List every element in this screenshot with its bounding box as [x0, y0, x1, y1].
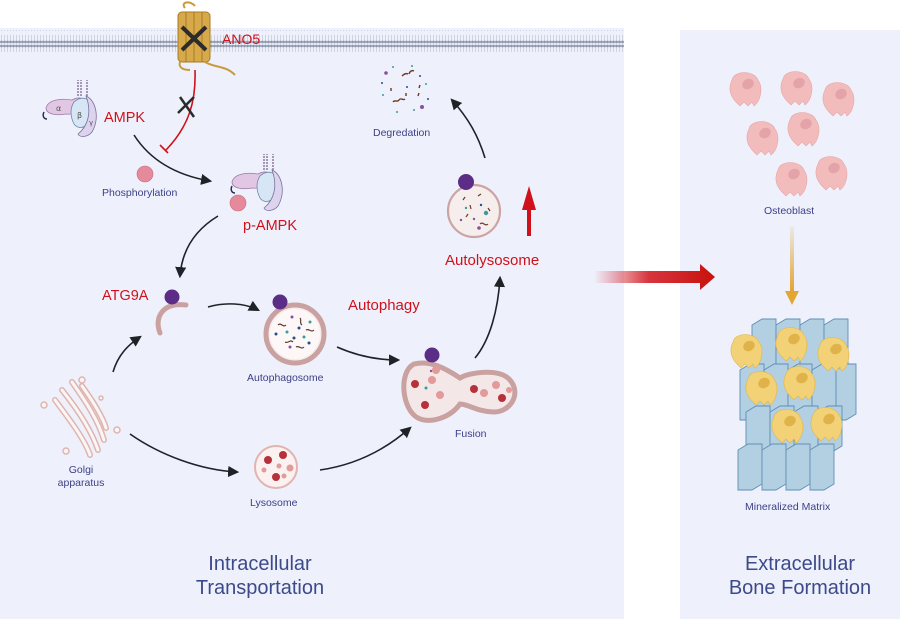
golgi-to-lysosome-arrow — [129, 433, 240, 478]
autolysosome-label: Autolysosome — [445, 252, 540, 269]
golgi-label: Golgi apparatus — [56, 464, 106, 490]
ampk-beta-label: β — [77, 111, 82, 120]
golgi-label-line2: apparatus — [57, 477, 105, 489]
autophagy-label: Autophagy — [348, 297, 420, 314]
phosphate-ball-icon — [136, 165, 154, 183]
p-ampk-complex-icon — [229, 154, 283, 212]
ampk-alpha-label: α — [56, 104, 61, 113]
p-ampk-label: p-AMPK — [243, 218, 297, 234]
golgi-to-atg9a-arrow — [112, 335, 142, 373]
osteoblast-cluster-icon — [729, 71, 855, 197]
atg9a-vesicle-icon — [155, 289, 189, 336]
golgi-apparatus-icon — [40, 376, 121, 458]
differentiation-arrow-head — [785, 291, 799, 305]
atg9a-label: ATG9A — [102, 288, 149, 304]
intracellular-panel-title: Intracellular Transportation — [180, 552, 340, 600]
ampk-gamma-label: γ — [89, 119, 93, 127]
extracellular-panel-title: Extracellular Bone Formation — [710, 552, 890, 600]
degradation-label: Degredation — [373, 127, 431, 139]
blocked-inhibition-x-icon — [177, 96, 196, 118]
golgi-label-line1: Golgi — [68, 464, 94, 476]
increase-arrow-icon — [522, 186, 536, 236]
inhibition-bar — [159, 144, 169, 154]
extracellular-title-line1: Extracellular — [744, 553, 856, 575]
autophagosome-to-fusion-arrow — [336, 346, 401, 366]
ampk-complex-icon — [42, 80, 97, 137]
fusion-to-autolysosome-arrow — [474, 275, 506, 359]
lysosome-label: Lysosome — [250, 497, 298, 509]
main-transition-arrow — [594, 264, 715, 290]
mineralized-matrix-label: Mineralized Matrix — [745, 501, 831, 513]
ano5-label: ANO5 — [222, 31, 261, 47]
phosphorylation-arrow — [133, 134, 213, 186]
intracellular-title-line2: Transportation — [195, 577, 325, 599]
fusion-vesicle-icon — [401, 347, 518, 423]
extracellular-title-line2: Bone Formation — [728, 577, 872, 599]
autophagosome-label: Autophagosome — [247, 372, 324, 384]
degradation-debris-icon — [381, 65, 429, 113]
ampk-label: AMPK — [104, 110, 146, 126]
phosphorylation-label: Phosphorylation — [102, 187, 178, 199]
lysosome-to-fusion-arrow — [319, 426, 412, 471]
differentiation-arrow-shaft — [790, 226, 794, 291]
blocked-x-icon — [180, 25, 208, 52]
lysosome-icon — [254, 445, 298, 489]
to-atg9a-arrow — [175, 215, 219, 279]
autolysosome-icon — [446, 174, 502, 239]
osteoblast-label: Osteoblast — [764, 205, 815, 217]
to-degradation-arrow — [450, 98, 486, 159]
intracellular-title-line1: Intracellular — [208, 553, 312, 575]
mature-osteoblast-cluster-icon — [730, 327, 850, 444]
fusion-label: Fusion — [455, 428, 487, 440]
cell-membrane — [0, 30, 624, 52]
autophagosome-icon — [263, 294, 327, 366]
to-autophagosome-arrow — [207, 300, 260, 312]
